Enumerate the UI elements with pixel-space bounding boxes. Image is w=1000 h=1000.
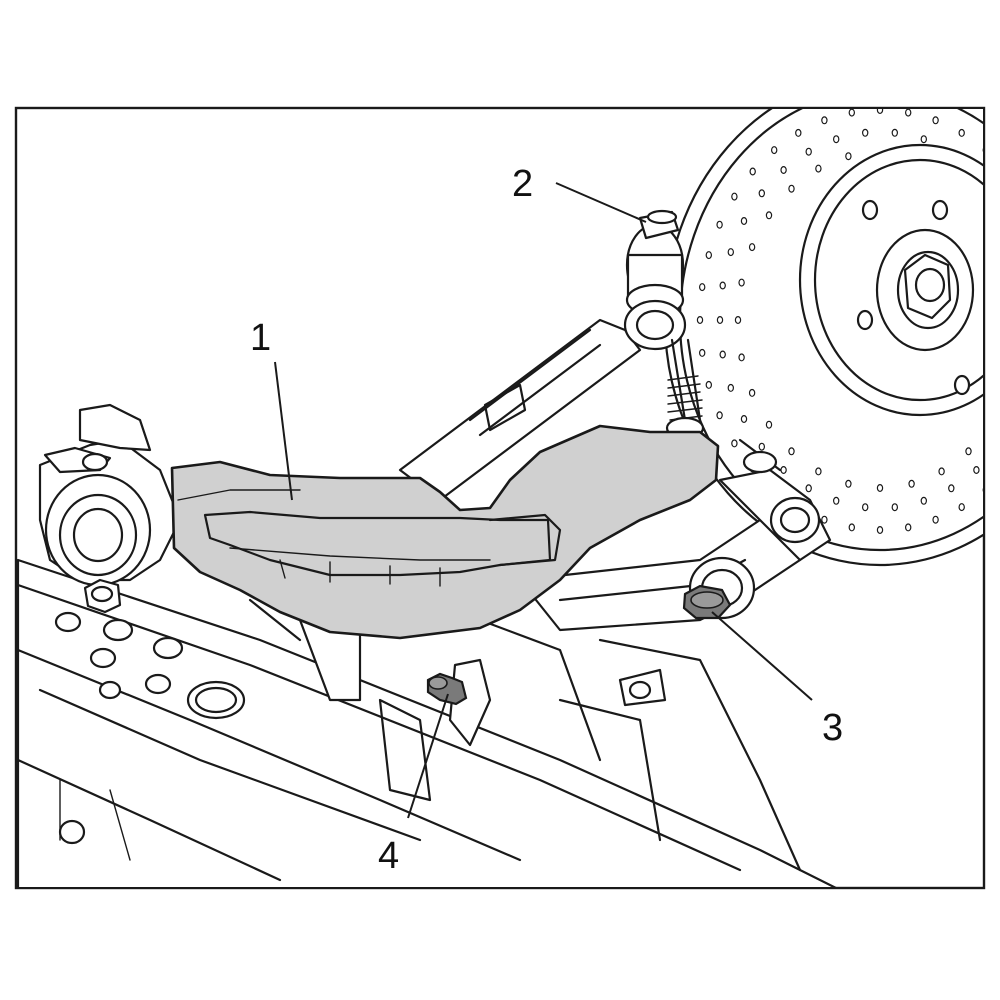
lower-control-arm: [518, 438, 832, 707]
disc-hole: [771, 146, 778, 155]
left-arm-bushing: [38, 403, 182, 614]
disc-hole: [996, 443, 1000, 450]
disc-hole: [876, 525, 884, 534]
disc-hole: [905, 523, 912, 532]
disc-hole: [780, 166, 787, 175]
disc-hole: [805, 147, 812, 156]
disc-hole: [705, 380, 713, 389]
cover-mount-bracket: [248, 598, 492, 747]
callout-3: 3: [822, 707, 843, 749]
disc-hole: [738, 278, 745, 287]
disc-hole: [932, 515, 939, 524]
disc-hole: [748, 388, 756, 397]
disc-hole: [821, 116, 828, 125]
disc-hole: [788, 184, 795, 193]
disc-hole: [848, 109, 855, 117]
disc-hole: [727, 383, 735, 392]
disc-hole: [848, 523, 856, 532]
disc-hole: [815, 467, 822, 476]
disc-hole: [795, 128, 802, 137]
disc-hole: [731, 192, 738, 201]
underbody-cover: [170, 424, 720, 640]
callout-2: 2: [512, 163, 533, 205]
fastener-bolt: [426, 672, 468, 706]
disc-hole: [788, 447, 795, 456]
disc-hole: [948, 484, 955, 493]
disc-hole: [716, 316, 724, 325]
disc-hole: [932, 116, 939, 125]
disc-hole: [740, 415, 748, 424]
disc-hole: [758, 442, 766, 451]
disc-hole: [727, 248, 735, 257]
disc-hole: [738, 353, 745, 362]
subframe: [17, 558, 837, 887]
disc-hole: [765, 420, 773, 429]
upper-link: [398, 209, 687, 502]
disc-hole: [965, 447, 972, 456]
leader-line-1: [274, 361, 293, 501]
disc-hole: [833, 135, 840, 144]
callout-4: 4: [378, 835, 399, 877]
disc-hole: [862, 128, 869, 137]
disc-hole: [876, 484, 884, 493]
disc-hole: [958, 503, 965, 512]
disc-hole: [719, 350, 726, 359]
disc-hole: [699, 283, 706, 292]
leader-line-3: [711, 611, 813, 701]
disc-hole: [815, 164, 822, 173]
fastener-nut: [682, 584, 732, 620]
disc-hole: [908, 479, 915, 488]
disc-hole: [765, 211, 773, 220]
disc-hole: [845, 479, 852, 488]
brake-disc: [663, 109, 1000, 567]
disc-hole: [805, 484, 812, 493]
disc-hole: [973, 466, 980, 475]
disc-hole: [876, 109, 884, 114]
disc-hole: [833, 496, 840, 505]
disc-hole: [705, 251, 713, 260]
disc-hole: [920, 496, 928, 505]
leader-line-2: [555, 182, 647, 223]
disc-hole: [905, 109, 912, 117]
disc-hole: [780, 466, 787, 475]
disc-hole: [731, 439, 738, 448]
disc-hole: [821, 515, 828, 524]
disc-hole: [891, 128, 899, 137]
disc-hole: [719, 281, 726, 290]
disc-hole: [920, 135, 928, 144]
disc-hole: [749, 167, 756, 176]
leader-line-4: [407, 693, 449, 819]
disc-hole: [748, 243, 756, 252]
disc-hole: [845, 152, 852, 161]
disc-hole: [740, 217, 748, 226]
disc-hole: [734, 316, 742, 325]
disc-drill-holes: [696, 109, 1000, 534]
disc-hole: [699, 348, 706, 357]
disc-hole: [958, 128, 965, 137]
disc-hole: [716, 411, 723, 420]
disc-hole: [988, 421, 993, 428]
disc-hole: [938, 467, 945, 476]
disc-hole: [862, 503, 869, 512]
disc-hole: [696, 316, 704, 325]
disc-hole: [758, 189, 766, 198]
disc-hole: [891, 503, 899, 512]
callout-1: 1: [250, 317, 271, 359]
disc-hole: [716, 220, 723, 229]
